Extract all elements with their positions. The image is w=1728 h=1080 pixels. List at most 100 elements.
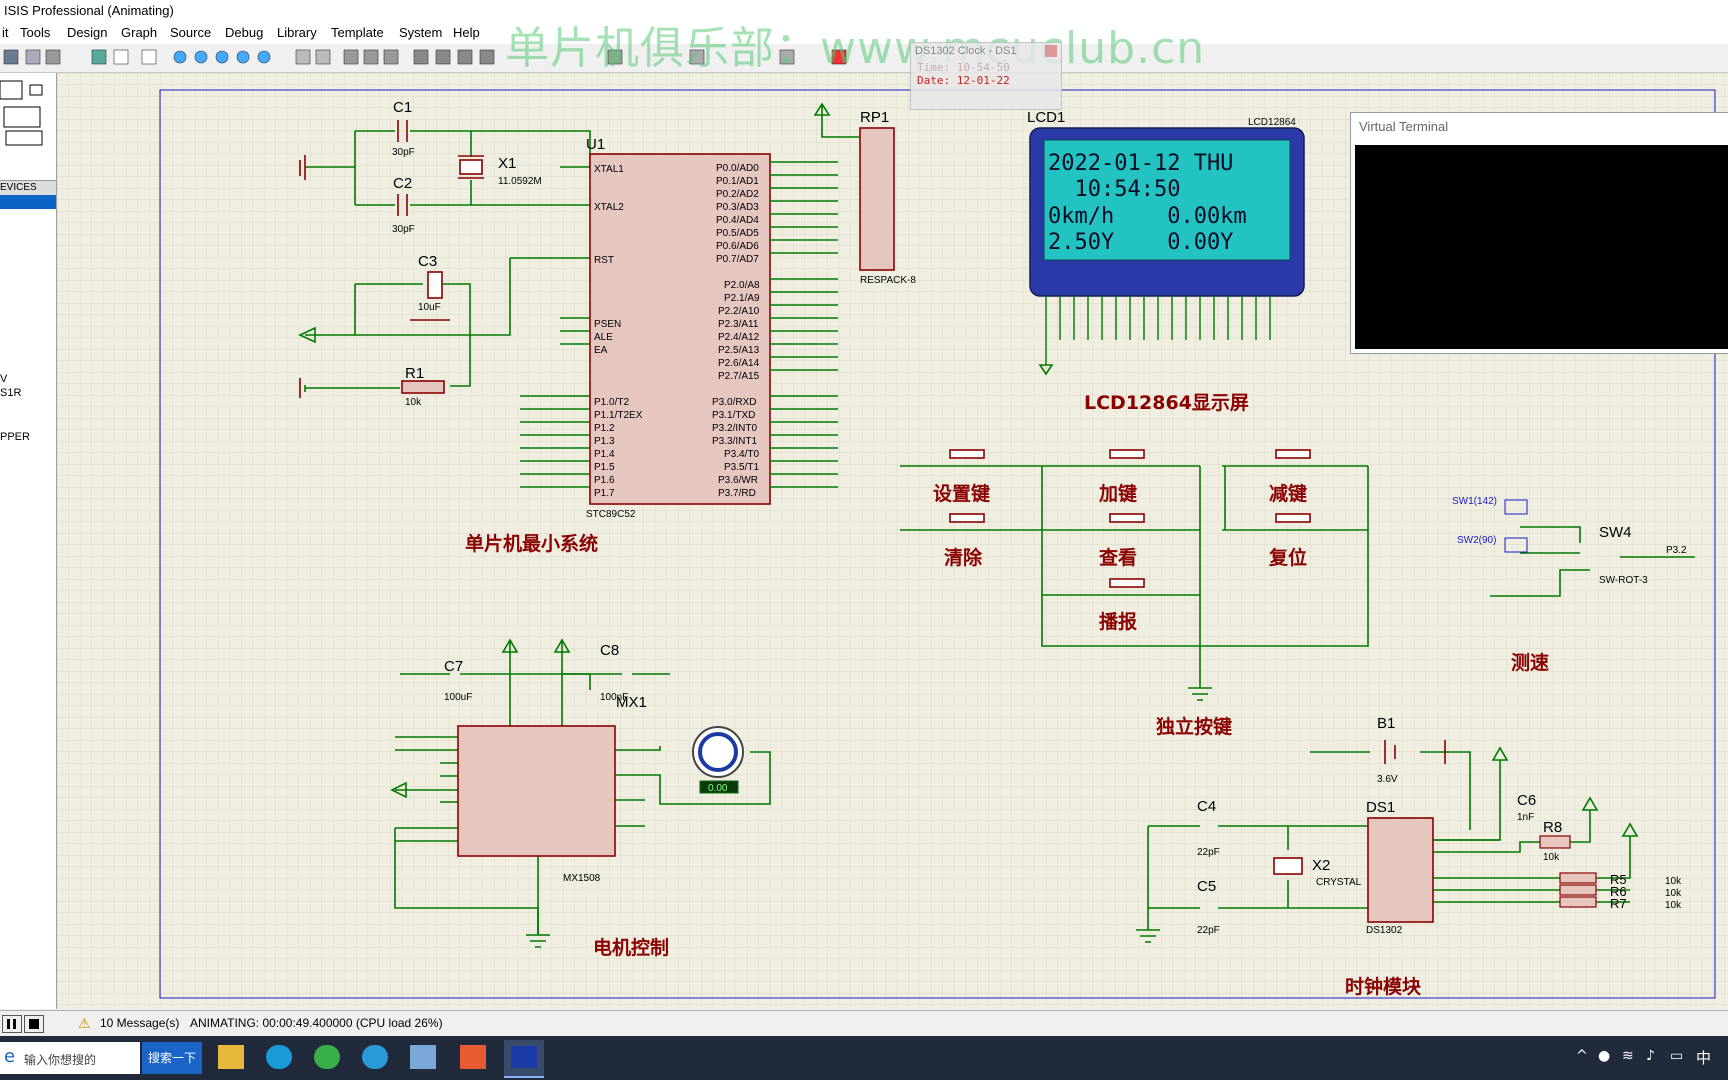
virtual-terminal-window[interactable]: Virtual Terminal [1350,112,1728,354]
keyboard-icon[interactable]: ▭ [1670,1048,1684,1064]
tool-icon[interactable] [779,49,795,65]
menu-source[interactable]: Source [170,25,212,40]
u1-ref: U1 [586,136,605,153]
key-label-reset[interactable]: 复位 [1268,546,1307,569]
menu-template[interactable]: Template [331,25,384,40]
key-buttons [949,449,1311,588]
svg-text:XTAL2: XTAL2 [594,202,624,213]
messages-count[interactable]: 10 Message(s) [100,1016,180,1030]
menu-debug[interactable]: Debug [225,25,264,40]
pause-button[interactable] [2,1015,22,1033]
pause-icon [13,1019,16,1029]
tool-icon[interactable] [689,49,705,65]
zoom-in-icon[interactable] [194,50,208,64]
svg-text:P0.3/AD3: P0.3/AD3 [716,202,759,213]
tool-icon[interactable] [607,49,623,65]
office-icon[interactable] [460,1045,486,1069]
menu-design[interactable]: Design [67,25,108,40]
redo-icon[interactable] [315,49,331,65]
zoom-all-icon[interactable] [236,50,250,64]
clock-wires [1147,751,1631,930]
r7-resistor [1559,896,1597,908]
pdf-icon[interactable] [831,49,847,65]
mx1-chip[interactable] [457,725,616,857]
section-labels: 单片机最小系统 LCD12864显示屏 独立按键 电机控制 测速 时钟模块 [465,392,1549,998]
p32-label: P3.2 [1666,545,1687,556]
junction-icon[interactable] [29,84,43,96]
r1-value: 10k [405,397,422,408]
ime-indicator[interactable]: 中 [1696,1049,1712,1067]
browser-icon[interactable] [314,1045,340,1069]
search-app-icon[interactable] [362,1045,388,1069]
sw2-label: SW2(90) [1457,535,1496,546]
volume-icon[interactable]: ♪ [1646,1048,1655,1064]
zoom-out-icon[interactable] [215,50,229,64]
search-box[interactable]: e 输入你想搜的 [0,1042,140,1074]
block-rotate-icon[interactable] [457,49,473,65]
svg-text:P0.6/AD6: P0.6/AD6 [716,241,759,252]
network-icon[interactable]: ≋ [1622,1048,1634,1064]
animating-status: ANIMATING: 00:00:49.400000 (CPU load 26%… [190,1016,443,1030]
undo-icon[interactable] [295,49,311,65]
pan-icon[interactable] [173,50,187,64]
menu-graph[interactable]: Graph [121,25,158,40]
edge-icon[interactable] [266,1045,292,1069]
bus-icon[interactable] [5,130,43,146]
close-icon[interactable] [1045,45,1057,57]
devices-selected-row[interactable] [0,195,56,209]
paste-icon[interactable] [383,49,399,65]
key-label-set[interactable]: 设置键 [933,482,990,505]
device-item[interactable]: S1R [0,387,22,399]
key-label-report[interactable]: 播报 [1099,610,1137,633]
menu-library[interactable]: Library [277,25,317,40]
copy-icon[interactable] [363,49,379,65]
power-symbol [813,102,831,116]
b1-value: 3.6V [1377,774,1398,785]
ds1-chip[interactable] [1367,817,1434,923]
area-icon[interactable] [25,49,41,65]
svg-text:P1.7: P1.7 [594,488,615,499]
key-label-plus[interactable]: 加键 [1098,482,1137,505]
photo-app-icon[interactable] [410,1045,436,1069]
key-label-minus[interactable]: 减键 [1269,482,1307,505]
motor-readout: 0.00 [708,783,728,794]
component-mode-icon[interactable] [0,80,23,100]
device-item[interactable]: V [0,373,8,385]
menu-tools[interactable]: Tools [20,25,51,40]
zoom-area-icon[interactable] [257,50,271,64]
chevron-up-icon[interactable]: ^ [1576,1048,1588,1064]
export-icon[interactable] [45,49,61,65]
microphone-icon[interactable]: ● [1598,1048,1611,1064]
isis-taskbar-button[interactable] [504,1040,544,1078]
block-move-icon[interactable] [435,49,451,65]
u1-pins [520,161,838,488]
search-button[interactable]: 搜索一下 [142,1042,202,1074]
cut-icon[interactable] [343,49,359,65]
refresh-icon[interactable] [91,49,107,65]
ground-symbol [1038,364,1054,376]
print-icon[interactable] [3,49,19,65]
device-item[interactable]: PPER [0,431,30,443]
ds1302-clock-popup[interactable]: DS1302 Clock - DS1 Time: 10-54-50 Date: … [910,42,1062,110]
label-icon[interactable] [3,106,41,128]
key-label-clear[interactable]: 清除 [944,546,983,569]
stop-button[interactable] [24,1015,44,1033]
origin-icon[interactable] [141,49,157,65]
menu-edit[interactable]: it [2,25,9,40]
file-explorer-icon[interactable] [218,1045,244,1069]
u1-chip[interactable] [589,153,771,505]
clock-popup-date: Date: 12-01-22 [917,74,1010,87]
rp1-respack[interactable] [859,127,895,271]
mx1-part: MX1508 [563,873,601,884]
key-label-view[interactable]: 查看 [1098,546,1137,569]
svg-text:P3.6/WR: P3.6/WR [718,475,758,486]
svg-text:P3.0/RXD: P3.0/RXD [712,397,756,408]
svg-text:P2.3/A11: P2.3/A11 [718,319,759,330]
menu-system[interactable]: System [399,25,443,40]
block-delete-icon[interactable] [479,49,495,65]
virtual-terminal-screen[interactable] [1355,145,1728,349]
menu-help[interactable]: Help [453,25,480,40]
grid-icon[interactable] [113,49,129,65]
block-copy-icon[interactable] [413,49,429,65]
